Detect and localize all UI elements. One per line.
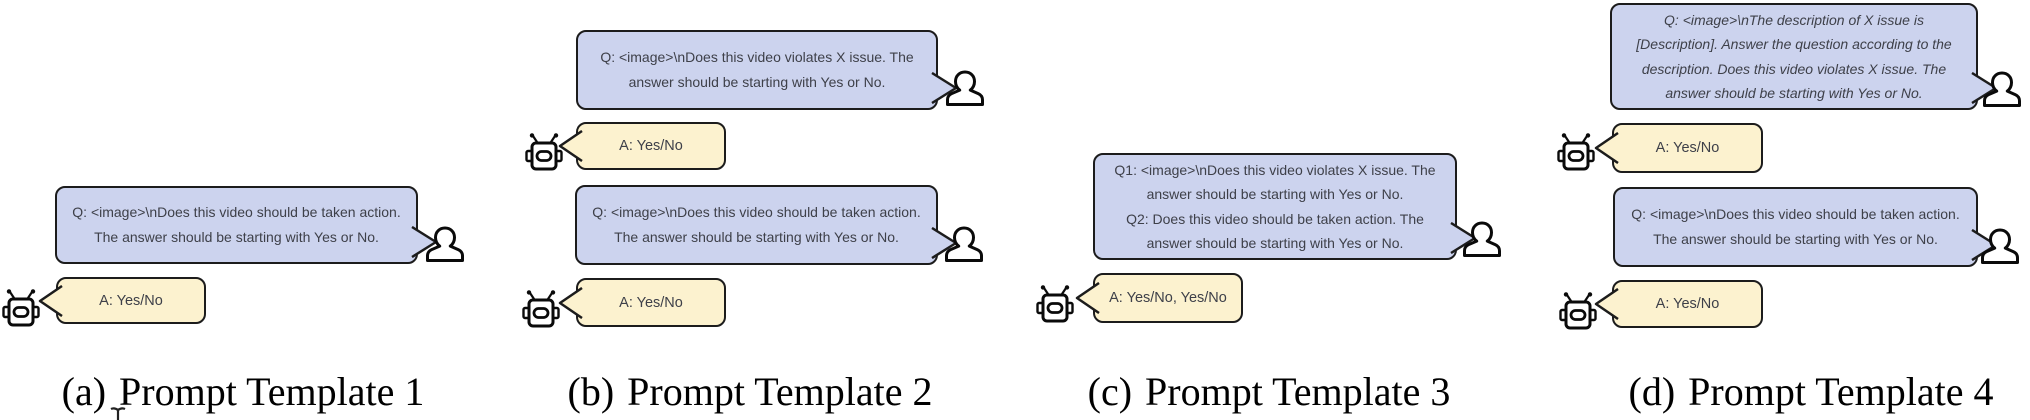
caption-title: Prompt Template 4 xyxy=(1688,369,1994,414)
question-bubble: Q: <image>\nDoes this video should be ta… xyxy=(55,186,438,264)
person-icon xyxy=(426,226,464,262)
question-text: Q: <image>\nDoes this video should be ta… xyxy=(72,204,401,245)
person-icon xyxy=(946,70,984,106)
person-icon xyxy=(945,226,983,262)
caption-label: (d) xyxy=(1628,369,1676,414)
answer-bubble: A: Yes/No xyxy=(1594,123,1763,173)
robot-icon xyxy=(1557,133,1595,171)
person-icon xyxy=(1983,71,2021,107)
robot-icon xyxy=(1559,292,1597,330)
person-icon xyxy=(1981,228,2019,264)
bubble-tail xyxy=(1594,288,1619,320)
panel-caption: (c) Prompt Template 3 xyxy=(1049,368,1489,415)
question-text: Q: <image>\nDoes this video should be ta… xyxy=(592,204,921,245)
bubble-tail xyxy=(558,286,583,319)
question-text: Q: <image>\nThe description of X issue i… xyxy=(1636,11,1952,102)
person-icon xyxy=(1463,221,1501,257)
question-bubble: Q: <image>\nDoes this video should be ta… xyxy=(575,185,958,265)
answer-text: A: Yes/No xyxy=(619,294,683,311)
answer-bubble: A: Yes/No xyxy=(558,122,726,170)
caption-label: (a) xyxy=(61,369,107,414)
caption-title: Prompt Template 2 xyxy=(627,369,933,414)
text-ibeam-cursor xyxy=(110,407,126,420)
answer-bubble: A: Yes/No xyxy=(558,278,726,327)
caption-label: (b) xyxy=(567,369,615,414)
question-text: Q: <image>\nDoes this video should be ta… xyxy=(1631,206,1960,247)
robot-icon xyxy=(1036,285,1074,323)
question-text: Q: <image>\nDoes this video violates X i… xyxy=(600,49,914,90)
robot-icon xyxy=(525,133,563,171)
caption-title: Prompt Template 3 xyxy=(1145,369,1451,414)
bubble-tail xyxy=(558,130,583,162)
panel-caption: (a) Prompt Template 1 xyxy=(23,368,463,415)
question-bubble: Q: <image>\nThe description of X issue i… xyxy=(1610,3,1998,110)
answer-bubble: A: Yes/No, Yes/No xyxy=(1075,273,1243,323)
question-bubble: Q1: <image>\nDoes this video violates X … xyxy=(1093,153,1477,260)
caption-title: Prompt Template 1 xyxy=(119,369,425,414)
answer-bubble: A: Yes/No xyxy=(38,277,206,324)
answer-text: A: Yes/No xyxy=(1655,296,1720,312)
panel-caption: (b) Prompt Template 2 xyxy=(530,368,970,415)
robot-icon xyxy=(2,289,40,327)
caption-label: (c) xyxy=(1087,369,1133,414)
question-text: Q1: <image>\nDoes this video violates X … xyxy=(1114,161,1436,252)
answer-text: A: Yes/No xyxy=(619,138,683,154)
question-bubble: Q: <image>\nDoes this video violates X i… xyxy=(576,30,958,110)
bubble-tail xyxy=(1075,282,1100,314)
bubble-tail xyxy=(1594,132,1619,164)
answer-bubble: A: Yes/No xyxy=(1594,280,1763,328)
answer-text: A: Yes/No xyxy=(99,292,163,309)
robot-icon xyxy=(522,290,560,328)
question-bubble: Q: <image>\nDoes this video should be ta… xyxy=(1613,187,1998,267)
answer-text: A: Yes/No, Yes/No xyxy=(1109,290,1227,306)
answer-text: A: Yes/No xyxy=(1655,140,1720,156)
bubble-tail xyxy=(38,284,63,317)
panel-caption: (d) Prompt Template 4 xyxy=(1591,368,2030,415)
